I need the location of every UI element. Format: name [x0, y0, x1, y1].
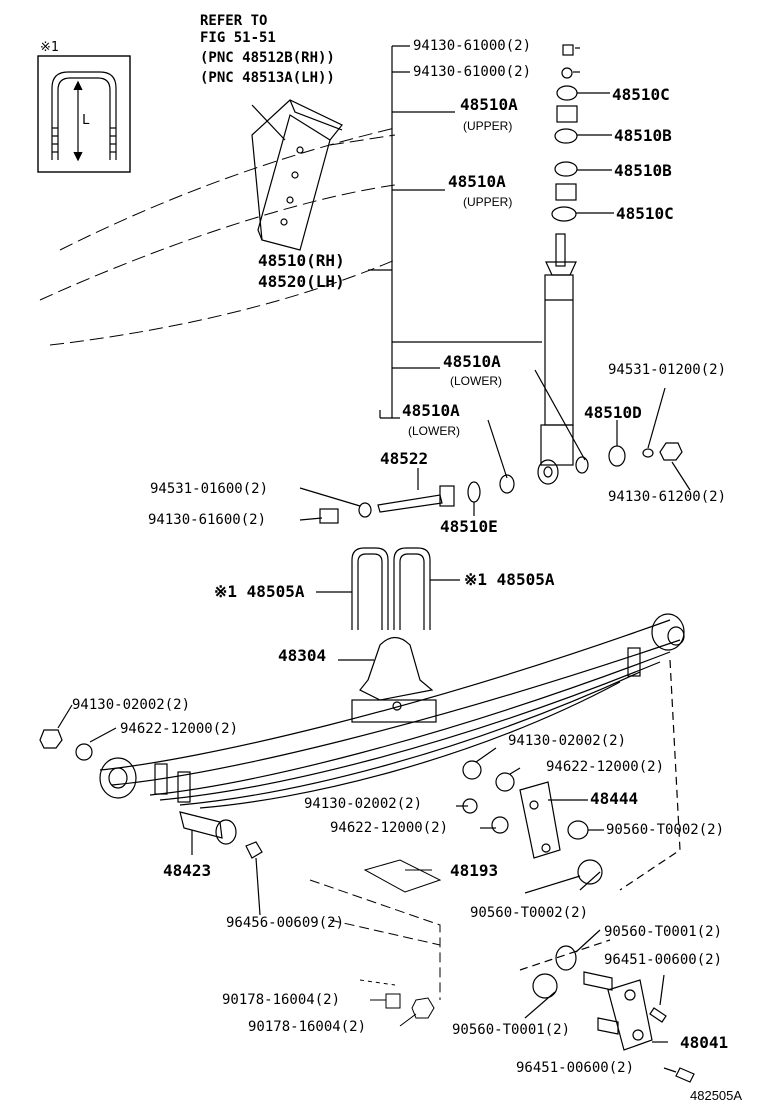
part-label: 48522	[380, 449, 429, 468]
part-label: 94622-12000(2)	[120, 721, 239, 737]
spring-seat	[338, 636, 434, 701]
part-label: 94622-12000(2)	[546, 759, 665, 775]
part-label: 96456-00609(2)	[226, 915, 345, 931]
part-sublabel: (UPPER)	[463, 195, 513, 209]
part-label: 48510A	[443, 352, 501, 371]
part-label: 94531-01200(2)	[608, 362, 727, 378]
part-label: 48520(LH)	[258, 272, 345, 291]
refer-line1: REFER TO	[200, 13, 268, 29]
part-label: 96451-00600(2)	[516, 1060, 635, 1076]
part-label: 48510D	[584, 403, 642, 422]
shock-absorber	[537, 233, 577, 485]
part-label: 48041	[680, 1033, 729, 1052]
upper-bushings	[551, 44, 614, 222]
part-label: 48193	[450, 861, 499, 880]
frame-dashed-lines	[39, 127, 396, 346]
part-label: 94531-01600(2)	[150, 481, 269, 497]
rear-hanger-48041	[519, 659, 695, 1083]
shackle-48444	[456, 747, 604, 859]
part-label: 90560-T0002(2)	[606, 822, 725, 838]
part-label: 48510A	[402, 401, 460, 420]
part-label: 90178-16004(2)	[222, 992, 341, 1008]
leader-bracket	[368, 45, 542, 419]
part-label: 48510(RH)	[258, 251, 345, 270]
u-bolts	[316, 547, 460, 630]
shock-bracket	[251, 99, 343, 251]
part-label: 90560-T0001(2)	[452, 1022, 571, 1038]
part-label: ※1 48505A	[214, 582, 305, 601]
part-label: 48510C	[616, 204, 674, 223]
refer-line4: (PNC 48513A(LH))	[200, 70, 335, 86]
part-label: ※1 48505A	[464, 570, 555, 589]
inset-dim-label: L	[82, 113, 90, 128]
part-label: 48510A	[448, 172, 506, 191]
refer-line2: FIG 51-51	[200, 30, 276, 46]
part-label: 90560-T0001(2)	[604, 924, 723, 940]
part-label: 90560-T0002(2)	[470, 905, 589, 921]
part-sublabel: (LOWER)	[408, 424, 460, 438]
lower-shock-parts	[487, 369, 691, 491]
part-label: 94130-02002(2)	[72, 697, 191, 713]
part-label: 48444	[590, 789, 639, 808]
part-sublabel: (UPPER)	[463, 119, 513, 133]
stud-48522	[299, 468, 515, 524]
leaf-spring	[99, 613, 685, 809]
part-label: 48510E	[440, 517, 498, 536]
part-label: 48423	[163, 861, 212, 880]
part-label: 96451-00600(2)	[604, 952, 723, 968]
part-label: 90178-16004(2)	[248, 1019, 367, 1035]
left-hardware	[39, 704, 117, 761]
part-label: 94130-61000(2)	[413, 64, 532, 80]
part-label: 48510B	[614, 126, 672, 145]
spring-pin-48423	[179, 811, 263, 916]
refer-line3: (PNC 48512B(RH))	[200, 50, 335, 66]
part-label: 94622-12000(2)	[330, 820, 449, 836]
part-label: 48510B	[614, 161, 672, 180]
part-label: 48304	[278, 646, 327, 665]
part-label: 94130-61000(2)	[413, 38, 532, 54]
frame-lower	[309, 859, 442, 1027]
part-label: 48510C	[612, 85, 670, 104]
part-label: 94130-61600(2)	[148, 512, 267, 528]
inset-mark: ※1	[40, 40, 59, 55]
figure-id: 482505A	[690, 1088, 743, 1103]
part-sublabel: (LOWER)	[450, 374, 502, 388]
inset-box	[37, 55, 131, 173]
part-label: 94130-61200(2)	[608, 489, 727, 505]
part-label: 94130-02002(2)	[508, 733, 627, 749]
part-label: 94130-02002(2)	[304, 796, 423, 812]
part-label: 48510A	[460, 95, 518, 114]
